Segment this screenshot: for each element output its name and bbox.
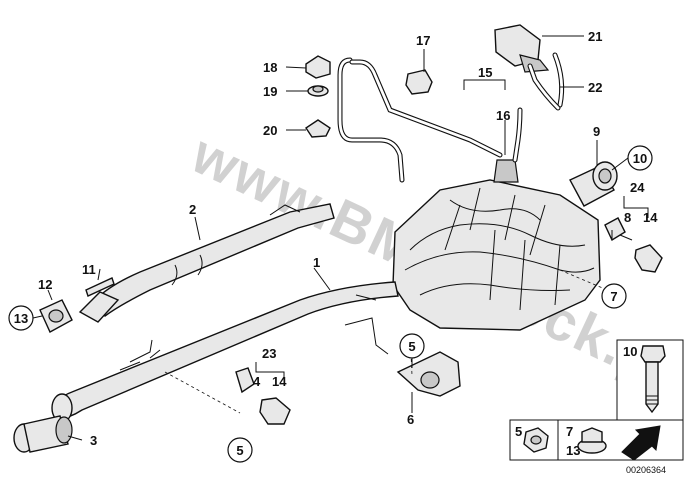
callout-11: 11 bbox=[82, 262, 96, 277]
callout-9: 9 bbox=[593, 124, 600, 139]
clip-20 bbox=[305, 119, 331, 138]
clamp-3 bbox=[13, 415, 73, 453]
bracket-18 bbox=[305, 55, 331, 79]
callout-1: 1 bbox=[313, 255, 320, 270]
bracket-6 bbox=[396, 351, 461, 397]
callout-12: 12 bbox=[38, 277, 52, 292]
callout-3: 3 bbox=[90, 433, 97, 448]
callout-6: 6 bbox=[407, 412, 414, 427]
svg-text:5: 5 bbox=[408, 339, 415, 354]
callout-16: 16 bbox=[496, 108, 510, 123]
svg-text:13: 13 bbox=[14, 311, 28, 326]
callout-22: 22 bbox=[588, 80, 602, 95]
leader-lines bbox=[32, 35, 649, 441]
front-pipe bbox=[78, 203, 335, 323]
legend-bolt-label: 10 bbox=[623, 344, 637, 359]
svg-text:7: 7 bbox=[610, 289, 617, 304]
legend-nut-box: 5 7 13 bbox=[509, 419, 684, 461]
center-pipe bbox=[51, 281, 399, 423]
circled-callout-5-lower: 5 bbox=[227, 437, 253, 463]
callouts: 18 19 20 17 15 16 21 22 9 24 8 14 2 1 11… bbox=[38, 29, 658, 448]
callout-15: 15 bbox=[478, 65, 492, 80]
callout-23: 23 bbox=[262, 346, 276, 361]
bracket-link bbox=[344, 317, 389, 355]
legend-flange-nut-label-b: 13 bbox=[566, 443, 580, 458]
rear-silencer bbox=[392, 159, 601, 331]
callout-17: 17 bbox=[416, 33, 430, 48]
legend-nut-label: 5 bbox=[515, 424, 522, 439]
legend-bolt-box: 10 bbox=[616, 339, 684, 421]
dash-1 bbox=[164, 371, 241, 414]
hanger-lower bbox=[235, 367, 291, 425]
vacuum-valve bbox=[494, 24, 565, 111]
circled-callout-7: 7 bbox=[601, 283, 627, 309]
circled-callout-5-upper: 5 bbox=[399, 333, 425, 359]
callout-18: 18 bbox=[263, 60, 277, 75]
legend-flange-nut-label-a: 7 bbox=[566, 424, 573, 439]
callout-19: 19 bbox=[263, 84, 277, 99]
hanger-right bbox=[604, 217, 663, 273]
rubber-mount bbox=[569, 161, 618, 207]
arrow-icon bbox=[621, 425, 661, 461]
svg-text:10: 10 bbox=[633, 151, 647, 166]
grommet-19 bbox=[307, 85, 329, 97]
callout-14-lower: 14 bbox=[272, 374, 287, 389]
diagram-id: 00206364 bbox=[626, 465, 666, 475]
holder-17 bbox=[405, 69, 433, 95]
bolt-11 bbox=[85, 277, 115, 297]
circled-callout-10: 10 bbox=[627, 145, 653, 171]
callout-2: 2 bbox=[189, 202, 196, 217]
gasket-12 bbox=[39, 299, 73, 333]
callout-8: 8 bbox=[624, 210, 631, 225]
callout-21: 21 bbox=[588, 29, 602, 44]
svg-text:5: 5 bbox=[236, 443, 243, 458]
callout-20: 20 bbox=[263, 123, 277, 138]
callout-4: 4 bbox=[253, 374, 261, 389]
callout-24: 24 bbox=[630, 180, 645, 195]
callout-14-right: 14 bbox=[643, 210, 658, 225]
circled-callout-13: 13 bbox=[8, 305, 34, 331]
vacuum-hose bbox=[337, 57, 523, 183]
